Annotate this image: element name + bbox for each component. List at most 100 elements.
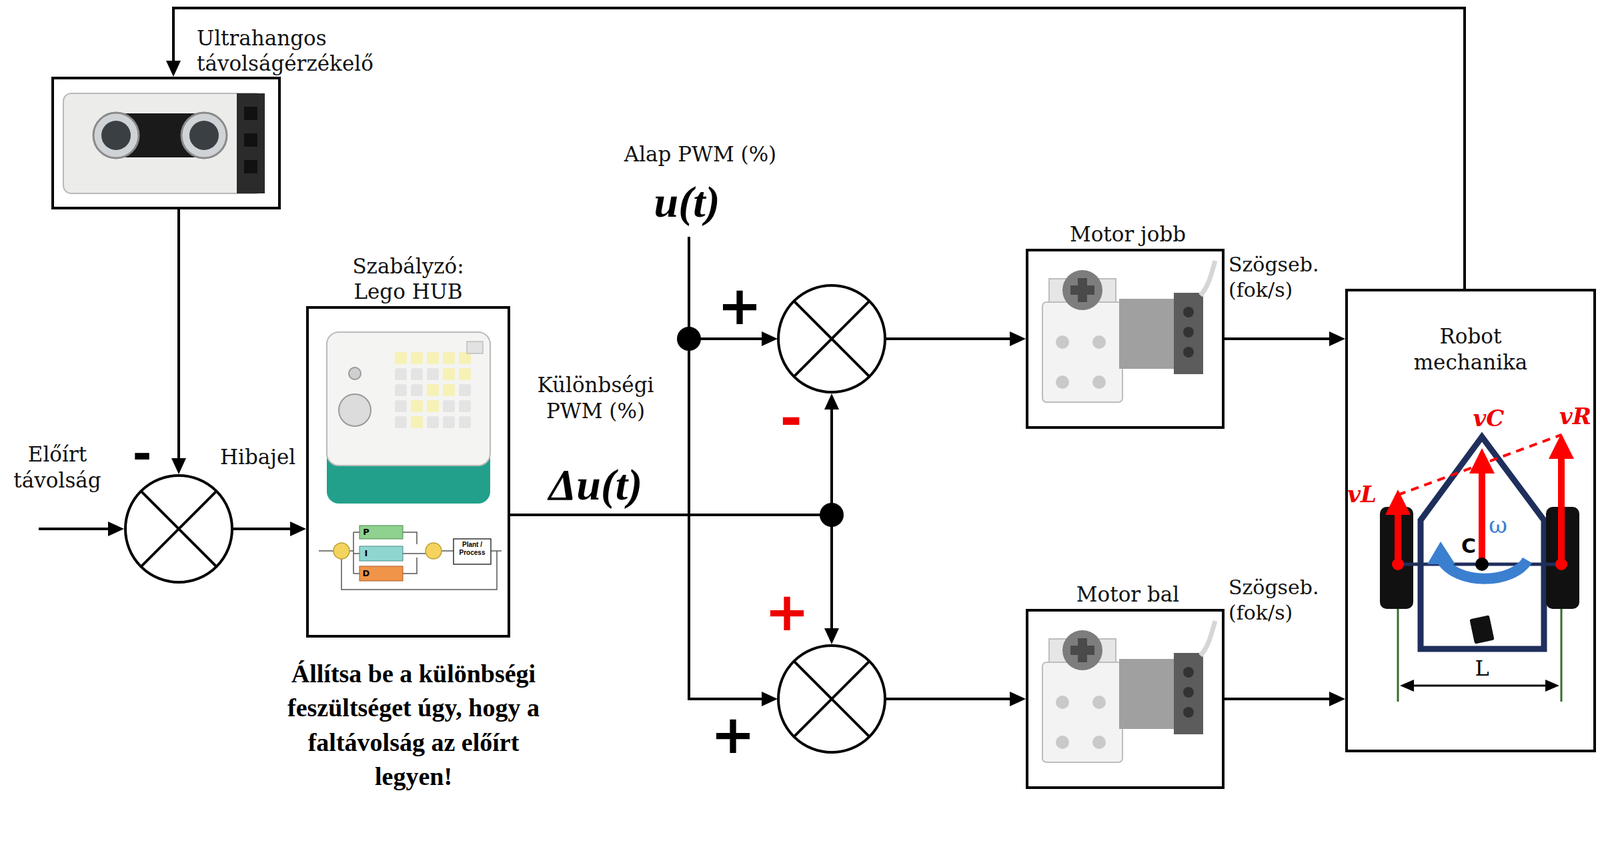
sign-plus: +: [716, 279, 762, 333]
connector-line: [173, 8, 1465, 289]
signal-connector: [171, 209, 187, 475]
led-grid-part: [394, 352, 407, 365]
motor-box: Motor bal: [1025, 608, 1225, 789]
led-grid-part: [410, 368, 423, 381]
arrowhead: [1329, 331, 1346, 347]
edge-label: Szögseb. (fok/s): [1228, 252, 1342, 303]
robot-picture-part: [1469, 614, 1494, 644]
sensor-picture-part: [189, 120, 219, 151]
signal-connector: [510, 514, 840, 645]
led-grid-part: [394, 384, 407, 397]
led-grid-part: [442, 368, 455, 381]
signal-wires-part: [761, 691, 778, 707]
velocity-label: vR: [1559, 404, 1592, 429]
junction-cross: [793, 660, 870, 737]
arrowhead: [1329, 691, 1346, 707]
sensor-picture-part: [63, 93, 264, 194]
signal-connector: [886, 691, 1026, 707]
sign-minus: -: [779, 391, 802, 445]
hub-picture-part: [466, 341, 483, 354]
junction-circle: [125, 475, 233, 583]
pid-blocks-part: [359, 546, 403, 561]
pid-block-label: P: [362, 527, 370, 537]
block-heading: Motor jobb: [1028, 221, 1228, 248]
led-grid-part: [458, 400, 471, 413]
arrowhead: [1009, 691, 1026, 707]
arrowhead: [166, 60, 181, 77]
edge-label: Hibajel: [220, 444, 314, 471]
junction-cross: [793, 300, 870, 377]
robot-picture-part: [1385, 489, 1411, 515]
robot-picture-part: [1412, 684, 1547, 687]
led-grid-part: [426, 368, 439, 381]
junction-circle: [778, 645, 886, 753]
sensor-picture-part: [244, 133, 258, 147]
led-grid-part: [394, 400, 407, 413]
sensor-picture-part: [181, 112, 227, 159]
junction-cross: [140, 490, 217, 567]
signal-connector: [886, 331, 1026, 347]
robot-picture-part: [1475, 557, 1489, 571]
block-heading: Szabályzó: Lego HUB: [328, 253, 489, 306]
hub-picture-part: [326, 332, 491, 466]
robot-picture-part: [1548, 433, 1574, 459]
led-grid-part: [394, 368, 407, 381]
signal-symbol: u(t): [620, 180, 754, 225]
sign-minus: -: [132, 430, 152, 477]
task-note: Állítsa be a különbségi feszültséget úgy…: [280, 656, 547, 794]
signal-connector: [166, 8, 1465, 289]
summing-junction: ++: [776, 644, 887, 754]
hub-picture: [326, 332, 491, 504]
led-grid-part: [394, 416, 407, 429]
block-heading: Motor bal: [1028, 581, 1228, 608]
pid-blocks: [333, 525, 491, 581]
junction-outline: [124, 474, 234, 584]
velocity-label: vL: [1347, 482, 1377, 507]
sign-plus: +: [764, 585, 810, 639]
block-title: Robot mechanika: [1397, 323, 1544, 376]
robot-picture-part: [1478, 470, 1486, 565]
sensor-picture: [63, 93, 265, 194]
robot-picture-part: [1427, 541, 1456, 565]
plant-block-label: Plant / Process: [453, 540, 491, 557]
led-grid-part: [442, 400, 455, 413]
motor-box: Motor jobb: [1025, 248, 1225, 429]
robot-picture-part: [1399, 679, 1414, 692]
robot-picture: [1379, 433, 1580, 702]
connector-line: [1224, 697, 1336, 701]
block-heading: Ultrahangos távolságérzékelő: [196, 25, 424, 78]
robot-picture-part: [1394, 512, 1402, 565]
signal-wires: [38, 236, 844, 707]
hub-picture-part: [338, 394, 371, 427]
led-grid: [394, 352, 471, 429]
led-grid-part: [458, 368, 471, 381]
pid-blocks-part: [333, 542, 350, 559]
junction-cross: [793, 300, 870, 377]
arrowhead: [171, 458, 187, 475]
led-grid-part: [442, 416, 455, 429]
robot-picture-part: [1557, 456, 1565, 565]
pid-block-label: I: [364, 548, 369, 559]
sensor-picture-part: [93, 113, 227, 158]
arrowhead: [1009, 331, 1026, 347]
junction-cross: [793, 660, 870, 737]
robot-picture-part: [1555, 558, 1568, 571]
edge-label: Szögseb. (fok/s): [1228, 574, 1342, 625]
arrowhead: [824, 628, 840, 645]
pid-blocks-part: [359, 566, 403, 581]
robot-picture-part: [1420, 436, 1544, 649]
input-label: Előírt távolság: [4, 441, 111, 494]
signal-label: Különbségi PWM (%): [528, 372, 663, 425]
led-grid-part: [410, 352, 423, 365]
led-grid-part: [426, 416, 439, 429]
pid-block-label: D: [362, 568, 371, 579]
signal-symbol: Δu(t): [528, 462, 663, 507]
led-grid-part: [442, 352, 455, 365]
robot-picture-part: [1545, 679, 1560, 692]
signal-wires-part: [108, 521, 125, 537]
connector-line: [1224, 337, 1336, 341]
robot-picture-part: [1391, 558, 1404, 571]
sensor-picture-part: [93, 112, 139, 159]
connector-line: [233, 527, 297, 531]
